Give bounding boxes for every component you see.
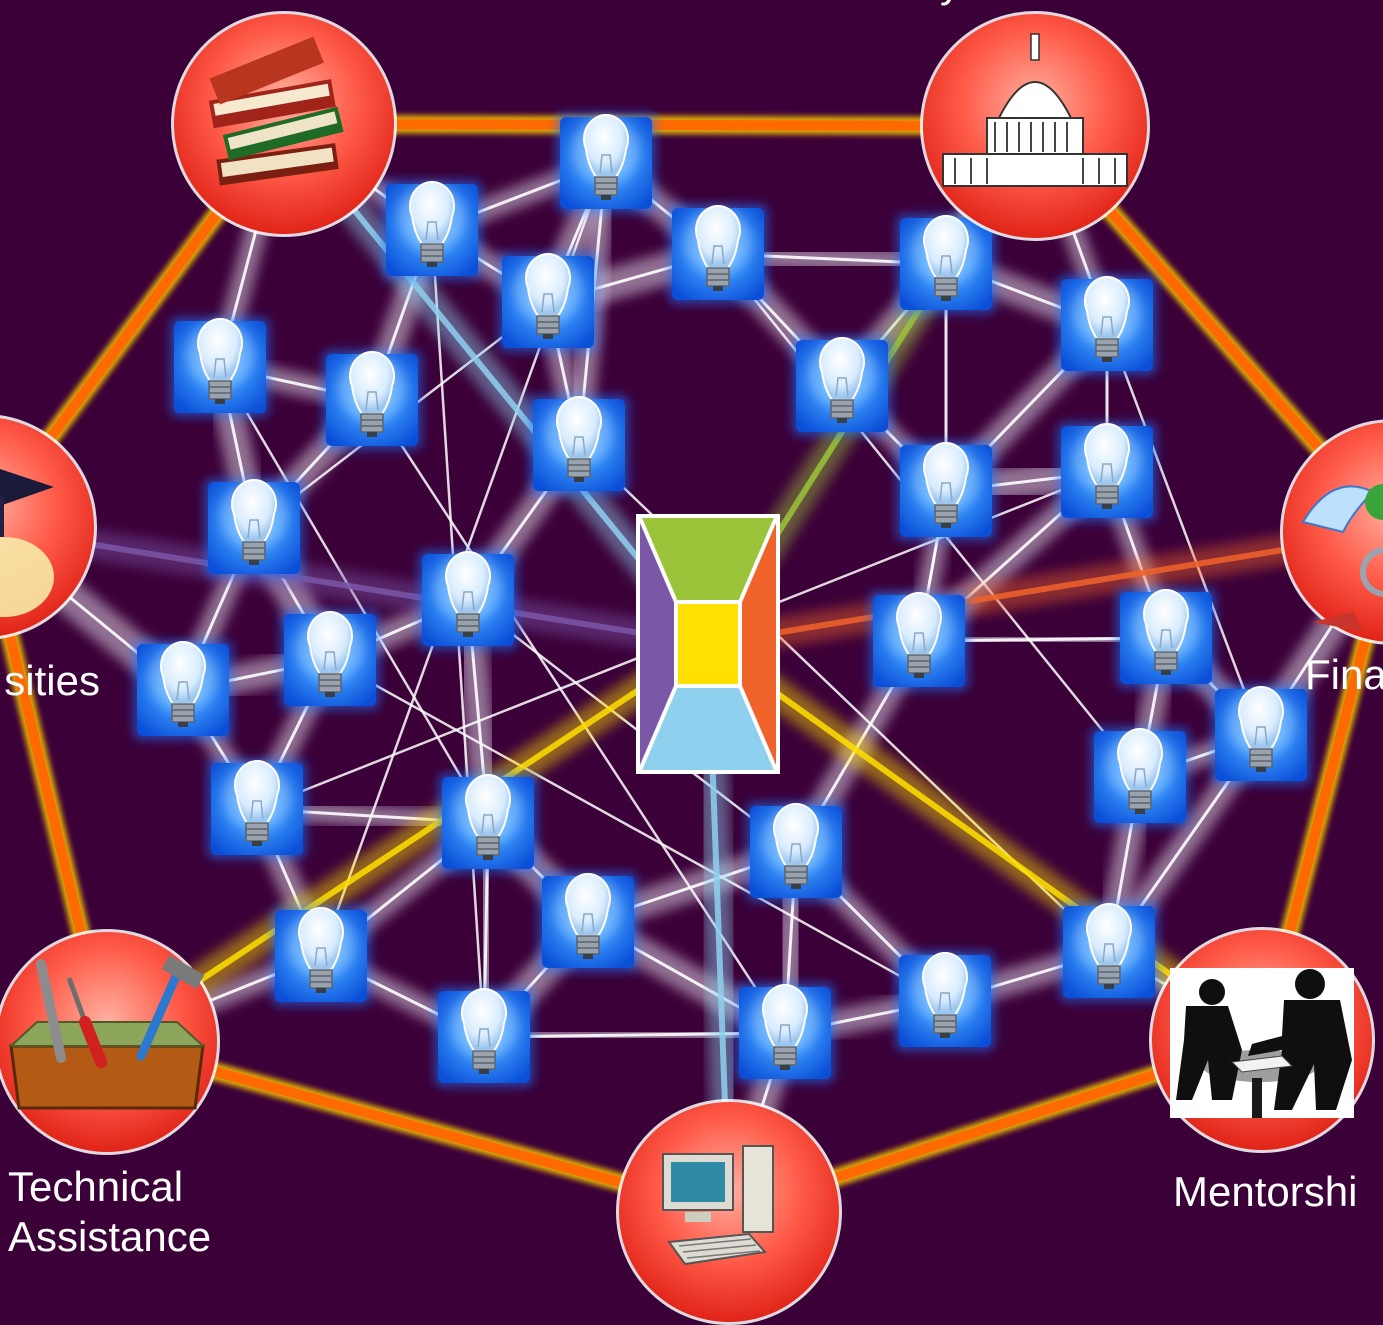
lightbulb-icon (438, 773, 538, 873)
web-line (329, 658, 946, 1003)
books-icon (208, 36, 344, 186)
lightbulb-icon (538, 872, 638, 972)
lightbulb-icon (133, 640, 233, 740)
toolbox-icon (8, 955, 206, 1110)
hub-top-segment (640, 518, 776, 602)
lightbulb-icon (280, 610, 380, 710)
lightbulb-icon (207, 759, 307, 859)
mentorship-node[interactable] (1149, 927, 1375, 1153)
lightbulb-icon (896, 214, 996, 314)
hub-spoke-technical (105, 641, 710, 1045)
capitol-building-icon (942, 33, 1128, 187)
universities-label: sities (0, 656, 100, 706)
web-line (1105, 324, 1263, 736)
lightbulb-icon (1057, 275, 1157, 375)
meeting-silhouette-icon (1170, 968, 1354, 1118)
lightbulb-icon (498, 252, 598, 352)
lightbulb-icon (735, 983, 835, 1083)
winged-money-icon (1301, 484, 1383, 632)
lightbulb-icon (382, 180, 482, 280)
policy-node[interactable] (920, 11, 1150, 241)
lightbulb-icon (1057, 422, 1157, 522)
technology-node[interactable] (616, 1099, 842, 1325)
hub-center-segment (674, 600, 742, 688)
lightbulb-icon (1059, 902, 1159, 1002)
idea-bulbs (133, 113, 1311, 1087)
lightbulb-icon (1090, 727, 1190, 827)
lightbulb-icon (556, 113, 656, 213)
technical-assistance-label: Technical Assistance (8, 1162, 211, 1262)
lightbulb-icon (170, 317, 270, 417)
lightbulb-icon (896, 441, 996, 541)
technical-label-line1: Technical (8, 1163, 184, 1210)
lightbulb-icon (1116, 588, 1216, 688)
lightbulb-icon (529, 395, 629, 495)
lightbulb-icon (668, 204, 768, 304)
lightbulb-icon (869, 591, 969, 691)
lightbulb-icon (434, 987, 534, 1087)
lightbulb-icon (1211, 685, 1311, 785)
hub-spoke-universities (0, 526, 709, 647)
hub-bottom-segment (640, 686, 776, 770)
computer-icon (662, 1145, 774, 1266)
finance-label: Fina (1305, 651, 1383, 698)
lightbulb-icon (204, 478, 304, 578)
lightbulb-icon (792, 336, 892, 436)
education-node[interactable] (171, 11, 397, 237)
technical-label-line2: Assistance (8, 1213, 212, 1260)
lightbulb-icon (746, 802, 846, 902)
mentorship-label: Mentorshi (1173, 1168, 1358, 1215)
lightbulb-icon (271, 906, 371, 1006)
web-line (467, 599, 797, 853)
universities-label-text: sities (4, 657, 100, 704)
hub-spoke-mentorship (706, 641, 1264, 1043)
finance-node[interactable] (1280, 419, 1383, 645)
lightbulb-icon (895, 951, 995, 1051)
universities-node[interactable] (0, 414, 97, 640)
graduation-cap-icon (0, 469, 54, 617)
lightbulb-icon (418, 550, 518, 650)
hub-logo-icon (636, 514, 780, 774)
technical-assistance-node[interactable] (0, 929, 220, 1155)
policy-label: y (940, 0, 1020, 8)
hub-spoke-finance (707, 530, 1383, 647)
lightbulb-icon (322, 350, 422, 450)
